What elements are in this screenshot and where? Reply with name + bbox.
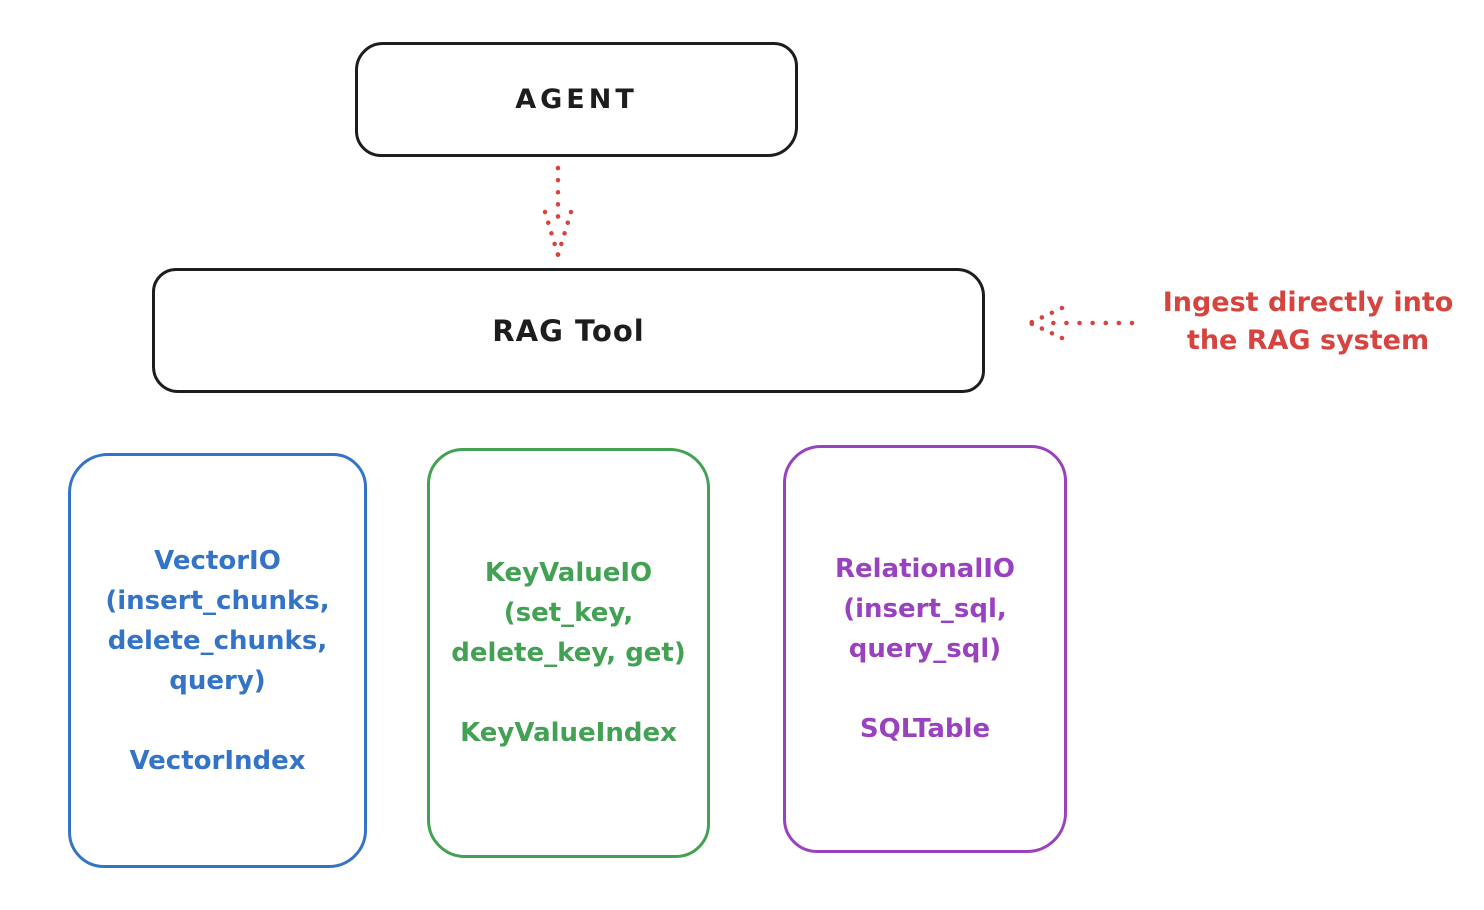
sql-table-label: SQLTable	[859, 714, 991, 744]
ingest-note-line1: Ingest directly into	[1162, 287, 1454, 318]
rag-tool-label: RAG Tool	[492, 313, 645, 348]
vector-io-line: query)	[169, 665, 266, 696]
relational-io-line: RelationalIO	[834, 554, 1016, 584]
agent-node: AGENT	[355, 42, 798, 157]
rag-tool-node: RAG Tool	[152, 268, 985, 393]
keyvalue-io-line: (set_key,	[503, 598, 634, 628]
keyvalue-index-label: KeyValueIndex	[460, 718, 677, 748]
keyvalue-io-line: KeyValueIO	[484, 558, 653, 588]
agent-to-rag-arrow	[542, 165, 574, 258]
relational-io-line: (insert_sql,	[843, 594, 1007, 624]
relational-io-line: query_sql)	[848, 634, 1002, 664]
ingest-arrowhead-top	[1027, 305, 1065, 326]
backend-box-relational-io: RelationalIO (insert_sql, query_sql) SQL…	[783, 445, 1067, 853]
backend-box-vector-io: VectorIO (insert_chunks, delete_chunks, …	[68, 453, 367, 868]
backend-box-keyvalue-io: KeyValueIO (set_key, delete_key, get) Ke…	[427, 448, 710, 858]
ingest-arrowhead-bottom	[1027, 320, 1065, 341]
keyvalue-io-line: delete_key, get)	[451, 638, 686, 668]
vector-io-line: (insert_chunks,	[105, 585, 330, 616]
agent-label: AGENT	[515, 84, 638, 115]
ingest-arrow	[1027, 305, 1135, 341]
vector-io-line: delete_chunks,	[107, 625, 328, 656]
vector-index-label: VectorIndex	[129, 745, 306, 776]
ingest-note-line2: the RAG system	[1186, 325, 1430, 356]
vector-io-line: VectorIO	[154, 545, 281, 576]
agent-to-rag-arrowhead-left	[542, 209, 561, 258]
ingest-note: Ingest directly into the RAG system	[1140, 284, 1476, 360]
agent-to-rag-arrowhead-right	[555, 209, 574, 258]
